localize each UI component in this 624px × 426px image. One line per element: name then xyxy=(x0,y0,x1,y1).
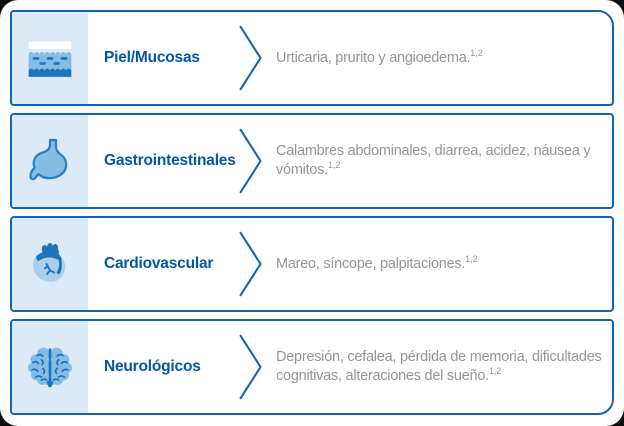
label-cell: Gastrointestinales xyxy=(88,152,238,170)
reference-superscript: 1,2 xyxy=(328,160,341,171)
heart-icon xyxy=(27,241,73,287)
row-neurologicos: Neurológicos Depresión, cefalea, pérdida… xyxy=(10,319,614,415)
chevron-right-icon xyxy=(238,115,264,207)
label-cell: Cardiovascular xyxy=(88,255,238,273)
symptoms-text: Calambres abdominales, diarrea, acidez, … xyxy=(276,143,591,178)
category-label: Neurológicos xyxy=(104,358,201,375)
description-cell: Calambres abdominales, diarrea, acidez, … xyxy=(264,142,612,179)
description-cell: Depresión, cefalea, pérdida de memoria, … xyxy=(264,348,612,385)
row-gastrointestinales: Gastrointestinales Calambres abdominales… xyxy=(10,113,614,209)
symptoms-text: Urticaria, prurito y angioedema.1,2 xyxy=(276,47,483,66)
row-piel-mucosas: Piel/Mucosas Urticaria, prurito y angioe… xyxy=(10,10,614,106)
icon-cell xyxy=(12,12,88,104)
description-cell: Urticaria, prurito y angioedema.1,2 xyxy=(264,47,612,68)
icon-cell xyxy=(12,115,88,207)
reference-superscript: 1,2 xyxy=(470,47,483,58)
symptoms-text: Mareo, síncope, palpitaciones.1,2 xyxy=(276,253,478,272)
row-cardiovascular: Cardiovascular Mareo, síncope, palpitaci… xyxy=(10,216,614,312)
category-label: Piel/Mucosas xyxy=(104,49,200,66)
reference-superscript: 1,2 xyxy=(488,366,502,377)
category-label: Cardiovascular xyxy=(104,255,214,272)
icon-cell xyxy=(12,218,88,310)
icon-cell xyxy=(12,321,88,413)
reference-superscript: 1,2 xyxy=(465,253,478,264)
category-label: Gastrointestinales xyxy=(104,152,236,169)
chevron-right-icon xyxy=(238,218,264,310)
description-cell: Mareo, síncope, palpitaciones.1,2 xyxy=(264,253,612,274)
symptoms-text: Depresión, cefalea, pérdida de memoria, … xyxy=(276,349,602,384)
label-cell: Piel/Mucosas xyxy=(88,49,238,67)
chevron-right-icon xyxy=(238,321,264,413)
brain-icon xyxy=(27,345,73,389)
label-cell: Neurológicos xyxy=(88,358,238,376)
stomach-icon xyxy=(26,137,74,185)
skin-icon xyxy=(27,37,73,79)
chevron-right-icon xyxy=(238,12,264,104)
